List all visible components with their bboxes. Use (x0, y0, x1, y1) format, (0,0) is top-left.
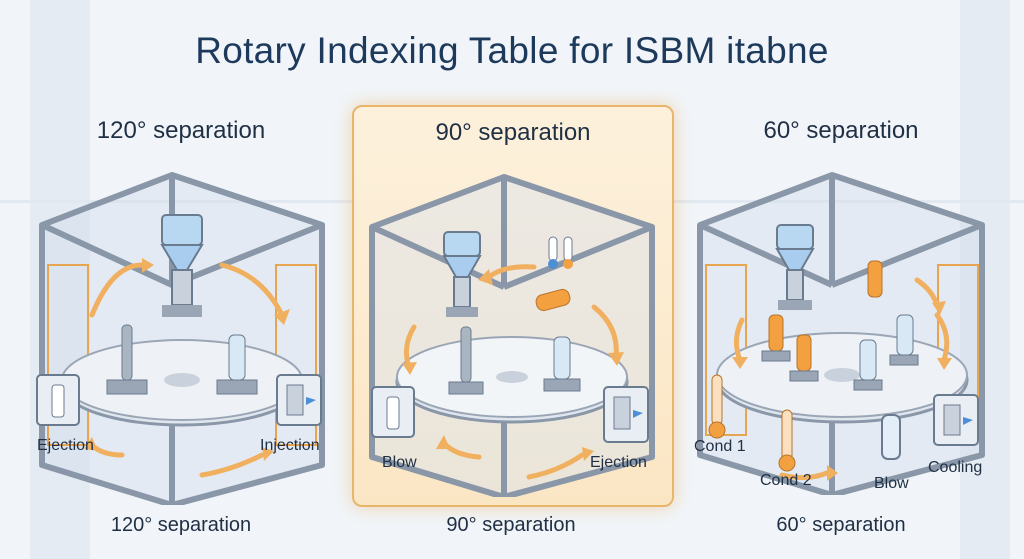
label-blow: Blow (874, 475, 909, 492)
machine-90-diagram (369, 174, 655, 497)
bottle-icon (216, 334, 258, 395)
rotation-arrow-icon (89, 262, 285, 478)
bottle-icon (36, 374, 80, 426)
panel-heading: 60° separation (763, 117, 919, 144)
bottle-icon (881, 414, 901, 460)
label-blow: Blow (382, 454, 417, 471)
station-core (106, 324, 148, 395)
station-core (448, 326, 484, 395)
label-cond-2: Cond 2 (760, 472, 812, 489)
preform-heated (768, 260, 883, 372)
hopper-icon (160, 214, 204, 317)
machine-120-diagram (36, 172, 325, 505)
preform-heated (535, 288, 571, 312)
panel-60: 60° separation (682, 105, 1000, 503)
eject-door-icon (603, 386, 649, 443)
panel-footer: 60° separation (776, 514, 906, 536)
machine-60-diagram (697, 172, 985, 495)
panel-120: 120° separation (22, 105, 340, 505)
label-injection: Injection (260, 437, 320, 454)
label-cond-1: Cond 1 (694, 438, 746, 455)
hopper-icon (442, 231, 482, 317)
page-title: Rotary Indexing Table for ISBM itabne (195, 30, 829, 71)
panel-heading: 120° separation (96, 117, 266, 144)
label-ejection: Ejection (37, 437, 94, 454)
eject-door-icon (933, 394, 979, 446)
bottle-icon (543, 336, 581, 392)
label-ejection: Ejection (590, 454, 647, 471)
panel-footer: 90° separation (446, 514, 576, 536)
thermometer-icon (778, 409, 796, 472)
bottle-icon (859, 314, 914, 381)
panel-footer: 120° separation (110, 514, 252, 536)
hopper-icon (775, 224, 815, 310)
panel-heading: 90° separation (435, 119, 591, 146)
panel-90: 90° separation (352, 105, 674, 507)
bottle-icon (371, 386, 415, 438)
thermometer-icon (548, 236, 573, 269)
label-cooling: Cooling (928, 459, 983, 476)
eject-door-icon (276, 374, 322, 426)
thermometer-icon (708, 374, 726, 439)
